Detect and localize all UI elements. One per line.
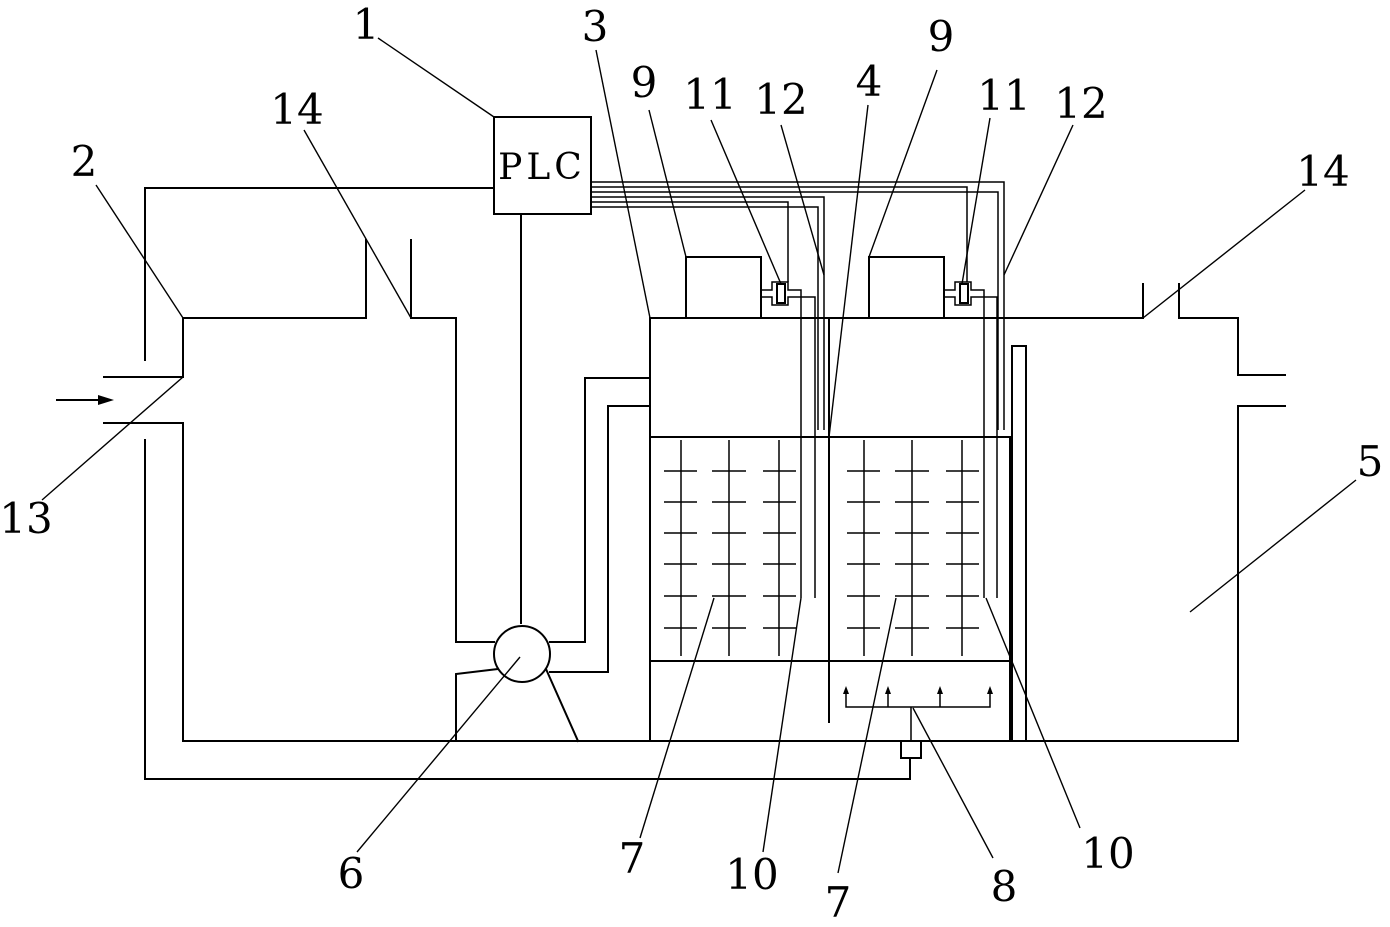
callout-13: 13 — [0, 494, 53, 543]
callout-7-right: 7 — [825, 878, 852, 927]
plc-controller: PLC — [493, 116, 1005, 624]
callout-8: 8 — [991, 862, 1018, 911]
callout-7-left: 7 — [619, 834, 646, 883]
callout-6: 6 — [338, 849, 365, 898]
callout-1: 1 — [353, 0, 380, 49]
electrode-module-left — [664, 440, 796, 656]
inlet-pipe — [56, 376, 184, 424]
plc-label: PLC — [498, 147, 586, 188]
return-pipe — [144, 187, 922, 780]
callout-12-right: 12 — [1054, 79, 1107, 128]
callout-14-right: 14 — [1296, 147, 1349, 196]
callout-12-left: 12 — [754, 75, 807, 124]
callout-9-right: 9 — [928, 12, 955, 61]
callout-5: 5 — [1357, 437, 1384, 486]
callout-4: 4 — [856, 57, 883, 106]
leader-lines — [41, 37, 1357, 874]
bubble-arrow-icon — [987, 686, 993, 694]
valve-8-body — [900, 740, 922, 759]
callout-11-right: 11 — [977, 71, 1030, 120]
electrode-module-right — [847, 440, 979, 656]
flow-arrow-icon — [98, 395, 114, 405]
bubble-arrow-icon — [885, 686, 891, 694]
right-power-unit — [868, 256, 998, 598]
callout-10-right: 10 — [1081, 829, 1134, 878]
sensor-11-right — [959, 283, 969, 304]
callout-14-left: 14 — [270, 85, 323, 134]
aerator — [843, 686, 993, 741]
callout-11-left: 11 — [683, 70, 736, 119]
left-power-unit — [685, 256, 816, 598]
callout-10-left: 10 — [725, 850, 778, 899]
callout-9-left: 9 — [631, 58, 658, 107]
bubble-arrow-icon — [843, 686, 849, 694]
pump-6-body — [493, 625, 551, 683]
bubble-arrow-icon — [937, 686, 943, 694]
sensor-11-left — [776, 283, 786, 304]
callout-3: 3 — [582, 2, 609, 51]
pump — [455, 377, 651, 743]
callout-2: 2 — [71, 137, 98, 186]
